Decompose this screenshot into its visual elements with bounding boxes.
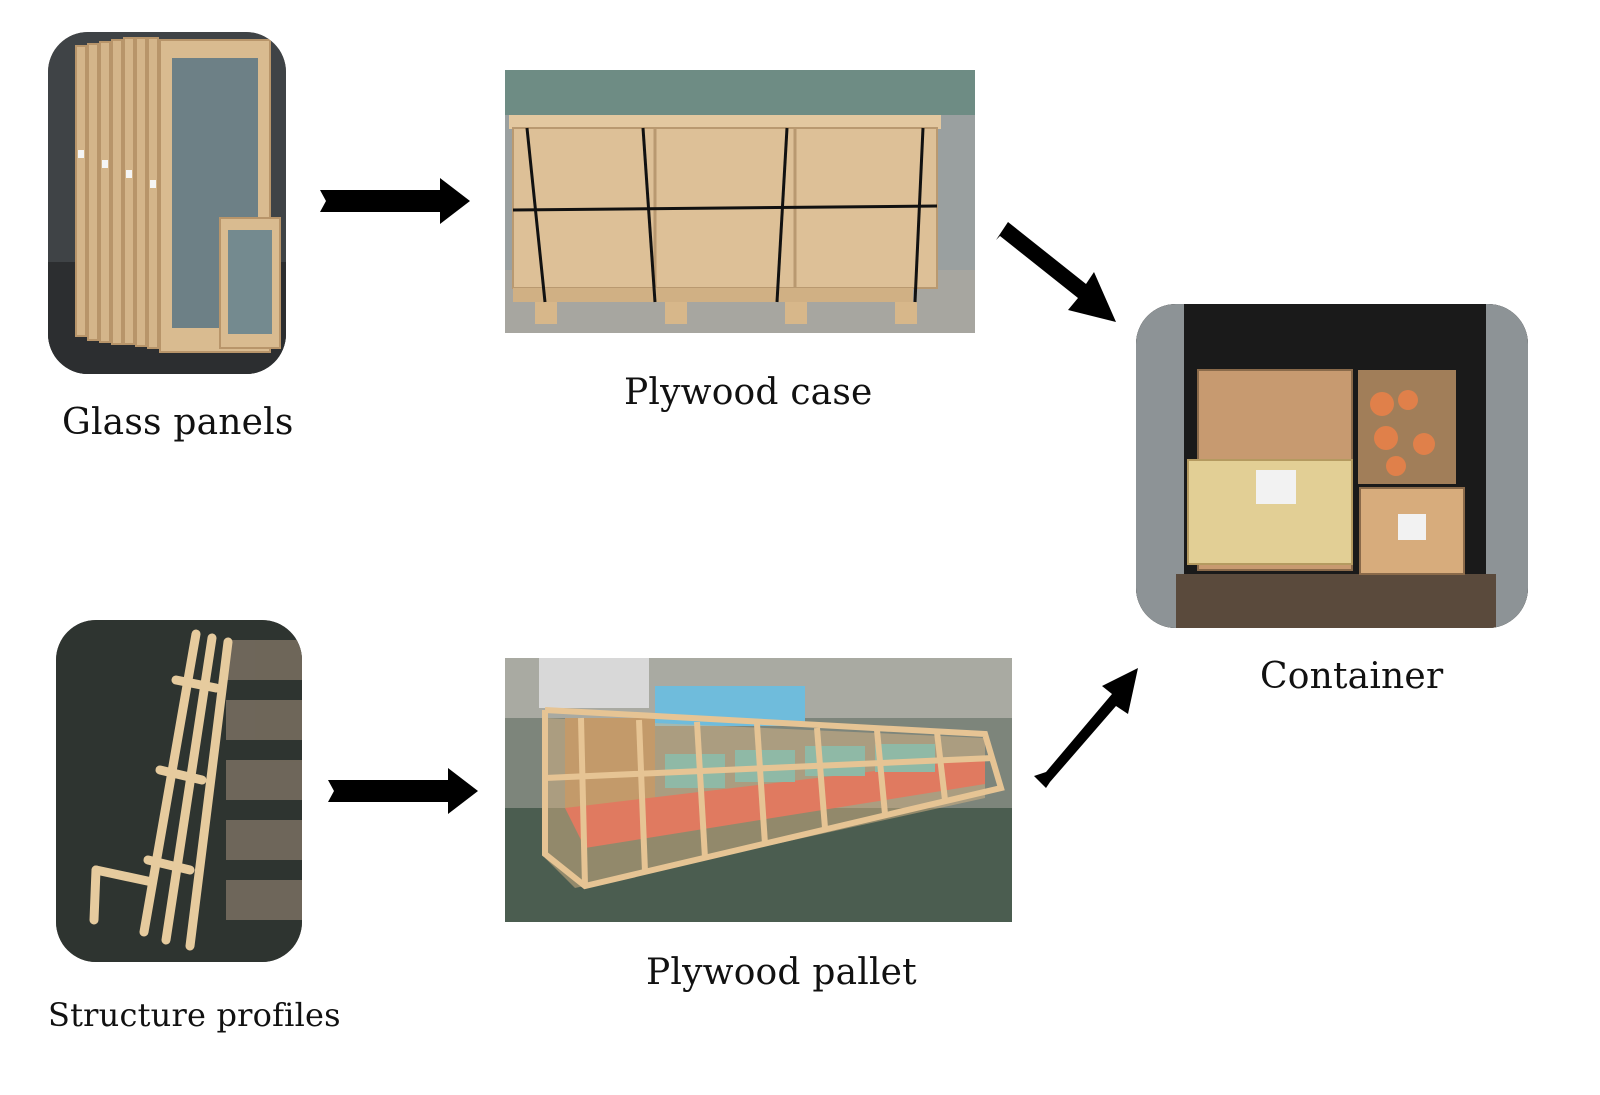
plywood-case-label: Plywood case (624, 372, 873, 413)
plywood-pallet-label: Plywood pallet (646, 952, 917, 993)
structure-profiles-label: Structure profiles (48, 996, 341, 1034)
container-photo (1136, 304, 1528, 628)
arrow-glass-to-case (320, 178, 470, 224)
plywood-pallet-photo (505, 658, 1012, 922)
glass-panels-label: Glass panels (62, 402, 294, 443)
plywood-case-photo (505, 70, 975, 333)
glass-panels-photo (48, 32, 286, 374)
arrow-pallet-to-container (1030, 664, 1142, 792)
container-label: Container (1260, 656, 1444, 697)
structure-profiles-photo (56, 620, 302, 962)
arrow-profiles-to-pallet (328, 768, 478, 814)
arrow-case-to-container (990, 214, 1120, 326)
